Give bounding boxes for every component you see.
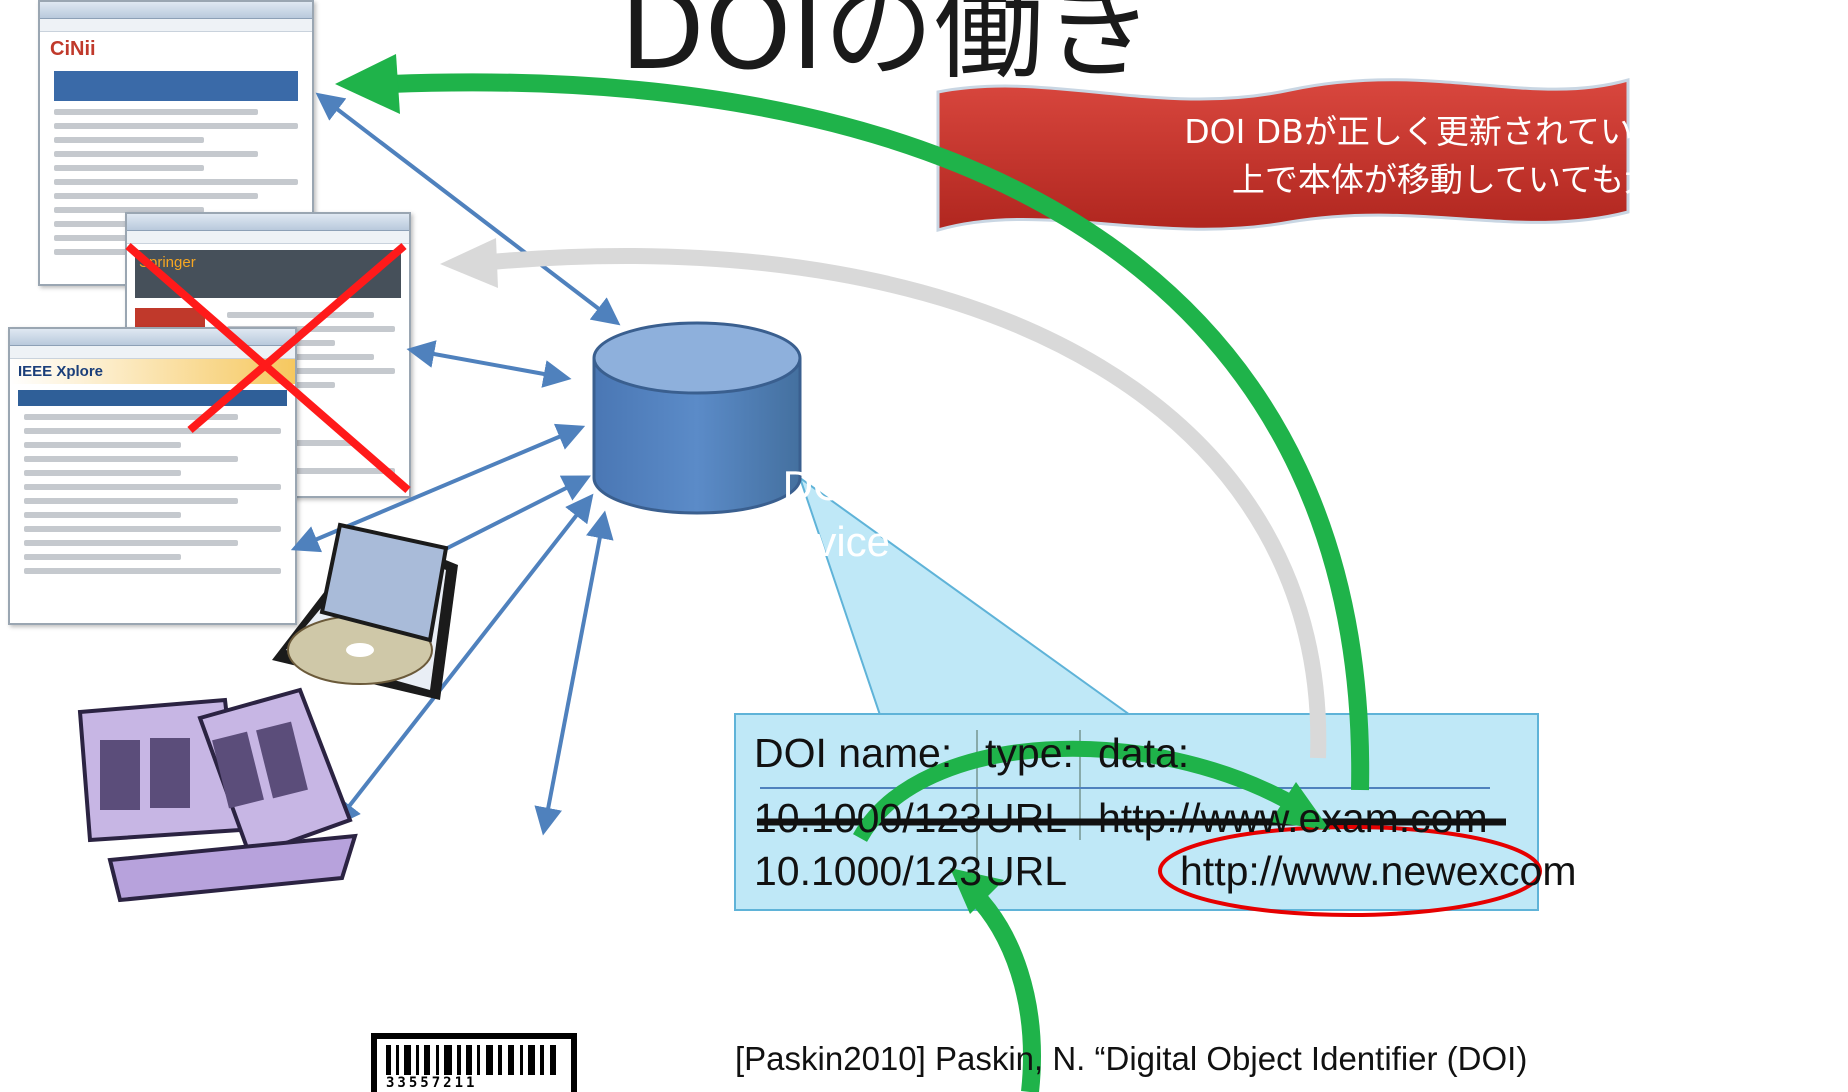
old-link-arrow [440,238,1327,759]
table-old-type: URL [985,795,1068,841]
red-cross-icon [125,242,411,494]
note-banner [936,78,1630,233]
table-new-type: URL [985,848,1068,894]
database-label: DOI Service [700,458,940,570]
table-old-name: 10.1000/123 [754,795,983,841]
database-label-line-1: DOI [782,462,858,509]
cd-case-icon [272,522,458,700]
barcode-icon [371,1033,577,1092]
table-header-name: DOI name: [754,730,953,776]
update-arrow [853,740,1330,843]
new-link-arrow [335,54,1370,791]
note-text: DOI DBが正しく更新されていればWeb 上で本体が移動していても大丈夫 [1105,108,1848,204]
database-label-line-2: Service [749,518,891,565]
doi-database-icon [592,321,802,515]
highlight-ellipse [1158,825,1542,917]
note-line-2: 上で本体が移動していても大丈夫 [1231,160,1724,199]
cinii-screenshot: CiNii [38,0,314,286]
cinii-logo: CiNii [50,38,96,60]
book-icon [77,687,358,903]
lookup-arrow [950,868,1041,1092]
resolution-arrows [290,92,621,836]
barcode-number: 33557211 [386,1075,478,1091]
note-line-1: DOI DBが正しく更新されていればWeb [1184,112,1771,151]
page-title: DOIの働き [620,0,1154,94]
table-new-name: 10.1000/123 [754,848,983,894]
table-new-data: http://www.newexcom [1180,848,1577,894]
table-header-type: type: [985,730,1074,776]
table-old-data: http://www.exam.com [1098,795,1488,841]
citation-text: [Paskin2010] Paskin, N. “Digital Object … [735,1040,1528,1077]
table-header-data: data: [1098,730,1190,776]
